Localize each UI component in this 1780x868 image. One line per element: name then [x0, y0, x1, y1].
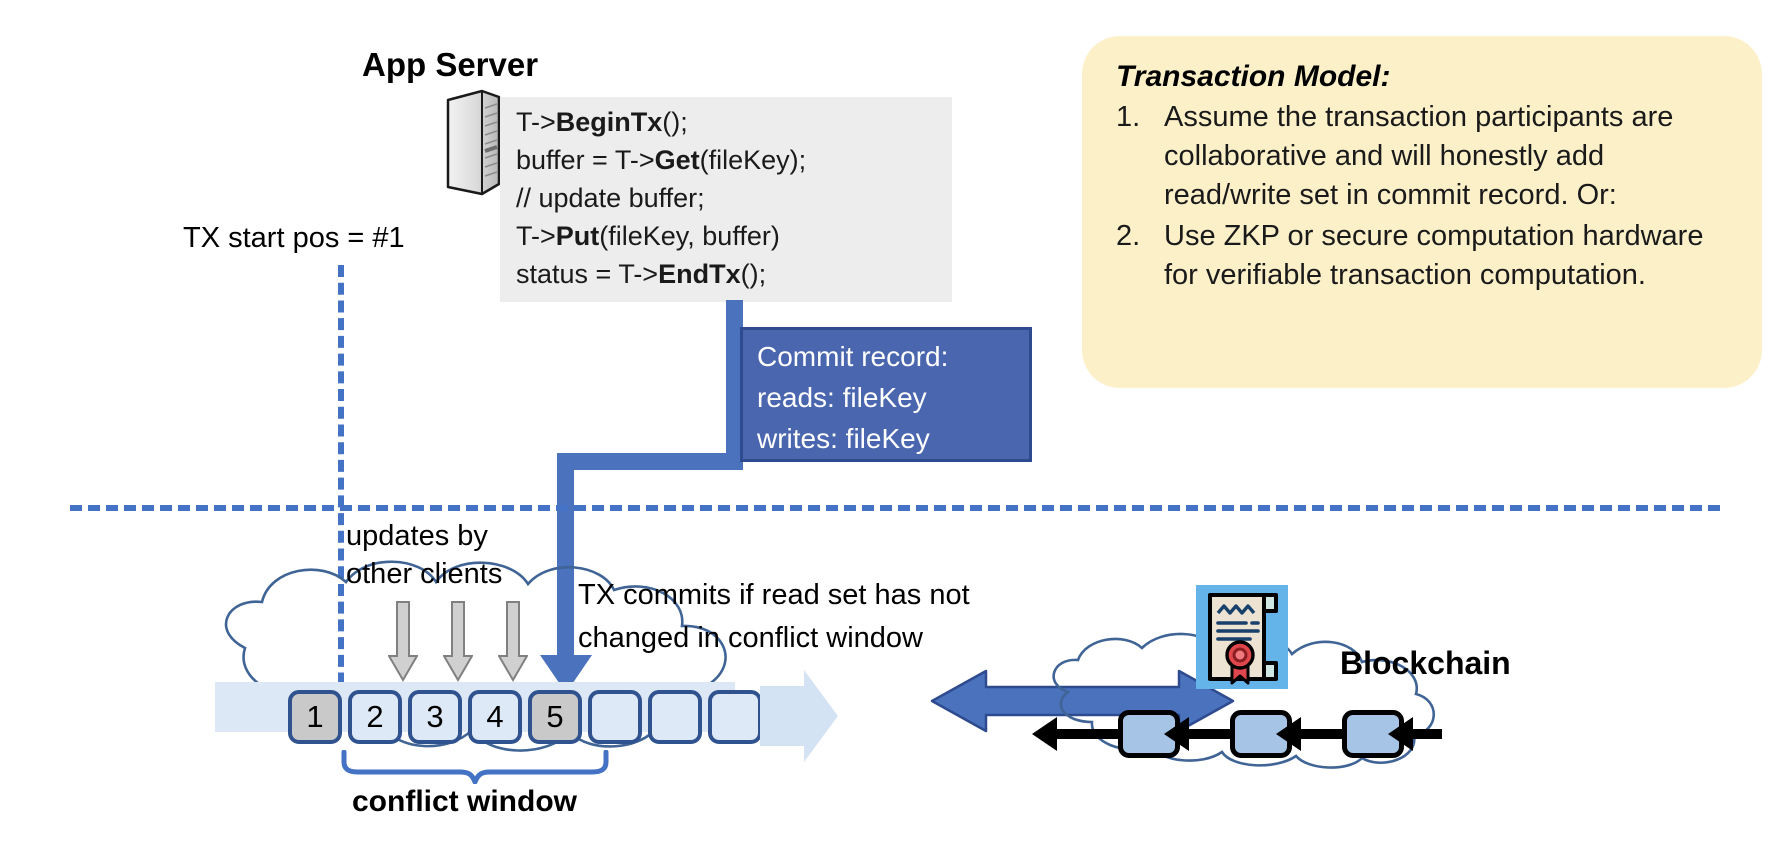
certificate-icon: [1196, 585, 1288, 689]
update-arrow-icon: [497, 600, 529, 684]
ledger-block[interactable]: 4: [468, 690, 522, 744]
transaction-model-title: Transaction Model:: [1116, 60, 1391, 93]
conflict-window-brace: [340, 749, 610, 785]
blockchain-link-arrow: [1186, 729, 1231, 739]
blockchain-link-arrowhead: [1276, 717, 1301, 751]
tx-commits-line1: TX commits if read set has not: [578, 579, 970, 611]
blockchain-link-arrow: [1404, 729, 1442, 739]
blockchain-label: Blockchain: [1340, 645, 1511, 681]
list-number: 2.: [1116, 220, 1141, 252]
list-text: Assume the transaction participants are …: [1164, 101, 1674, 211]
commit-record-writes: writes: fileKey: [757, 423, 930, 454]
ledger-growth-arrow-icon: [760, 668, 840, 769]
updates-by-other-clients-label: updates by other clients: [346, 517, 502, 593]
blockchain-link-arrowhead: [1388, 717, 1413, 751]
tx-start-pos-label: TX start pos = #1: [183, 222, 405, 254]
transaction-model-item: 2. Use ZKP or secure computation hardwar…: [1116, 217, 1734, 295]
blockchain-link-arrowhead: [1164, 717, 1189, 751]
code-line-2: buffer = T->Get(fileKey);: [516, 145, 807, 175]
transaction-model-item: 1. Assume the transaction participants a…: [1116, 98, 1734, 215]
ledger-block[interactable]: 3: [408, 690, 462, 744]
updates-label-line2: other clients: [346, 558, 503, 590]
sync-double-arrow-icon: [930, 665, 1235, 737]
commit-record-title: Commit record:: [757, 341, 949, 372]
updates-label-line1: updates by: [346, 520, 488, 552]
list-number: 1.: [1116, 101, 1141, 133]
code-line-3: // update buffer;: [516, 183, 705, 213]
commit-record-reads: reads: fileKey: [757, 382, 927, 413]
tx-commits-line2: changed in conflict window: [578, 622, 923, 654]
ledger-block[interactable]: [588, 690, 642, 744]
blockchain-link-arrow: [1053, 729, 1119, 739]
commit-arrow-segment: [557, 453, 743, 470]
code-line-5: status = T->EndTx();: [516, 259, 767, 289]
ledger-block[interactable]: 1: [288, 690, 342, 744]
blockchain-link-arrowhead: [1032, 717, 1057, 751]
commit-arrow-segment: [726, 300, 743, 470]
blockchain-link-arrow: [1298, 729, 1343, 739]
tx-start-dashed-line: [338, 265, 344, 720]
update-arrow-icon: [442, 600, 474, 684]
conflict-window-label: conflict window: [352, 785, 577, 818]
ledger-block[interactable]: 5: [528, 690, 582, 744]
code-box: T->BeginTx(); buffer = T->Get(fileKey); …: [500, 97, 952, 302]
server-icon: [442, 88, 504, 200]
layer-divider-dashed-line: [70, 505, 1720, 511]
update-arrow-icon: [387, 600, 419, 684]
tx-commits-condition-label: TX commits if read set has not changed i…: [578, 574, 970, 660]
code-line-4: T->Put(fileKey, buffer): [516, 221, 780, 251]
ledger-block[interactable]: [708, 690, 762, 744]
ledger-block[interactable]: 2: [348, 690, 402, 744]
transaction-model-callout: Transaction Model: 1. Assume the transac…: [1082, 36, 1762, 388]
app-server-title: App Server: [362, 46, 539, 83]
code-line-1: T->BeginTx();: [516, 107, 688, 137]
commit-record-box: Commit record: reads: fileKey writes: fi…: [740, 327, 1032, 462]
list-text: Use ZKP or secure computation hardware f…: [1164, 220, 1704, 291]
ledger-block[interactable]: [648, 690, 702, 744]
